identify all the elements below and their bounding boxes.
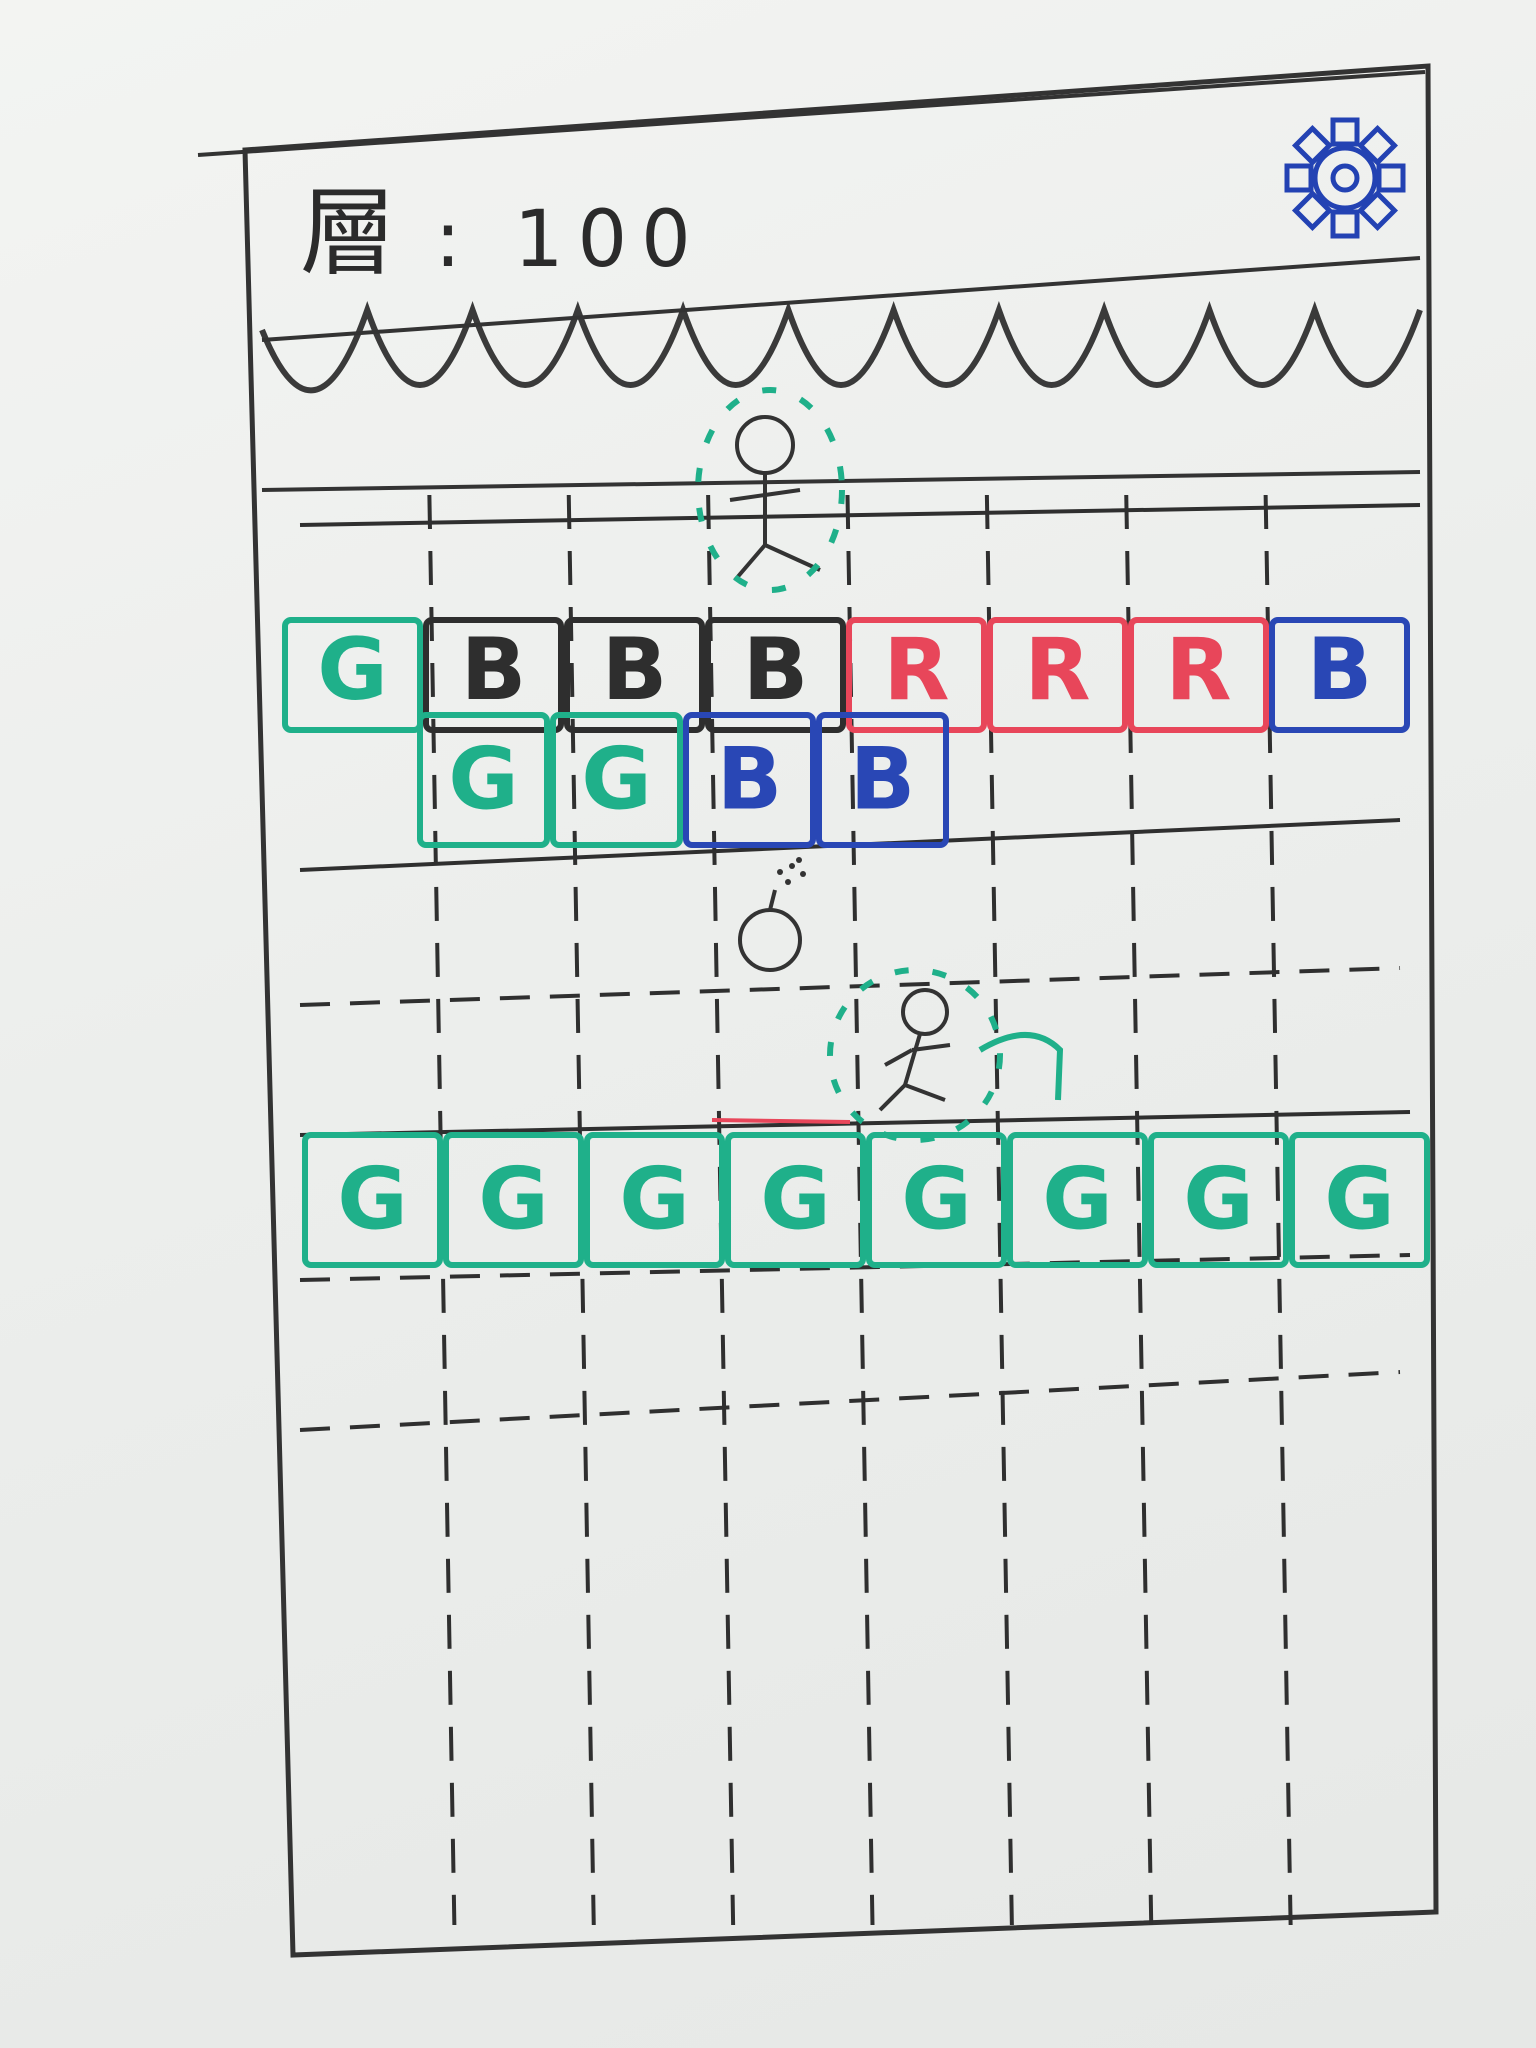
gear-tooth [1291,124,1333,166]
gear-tooth [1291,190,1333,232]
grid-column-line [845,494,875,1926]
upper-row-tile: G [282,617,423,733]
score-display: 層 : 100 [300,155,705,294]
spike-ceiling [259,300,1423,394]
svg-text:G: G [760,1150,831,1250]
upper-row-tile: B [705,617,846,733]
svg-text:B: B [461,620,527,720]
middle-row-tile: G [550,712,683,848]
middle-row-tile: B [816,712,949,848]
svg-text:G: G [448,730,519,830]
bottom-row-tile: G [1007,1132,1148,1268]
grid-column-line [706,494,736,1926]
grid-column-line [984,494,1014,1926]
upper-row-tile: B [564,617,705,733]
score-label: 層 [300,177,396,289]
svg-text:R: R [1024,620,1090,720]
bottom-row-tile: G [443,1132,584,1268]
middle-row-tile: B [683,712,816,848]
grid-row-line [299,503,1421,527]
gear-tooth [1330,209,1360,239]
upper-row-tile: B [423,617,564,733]
svg-text:B: B [1307,620,1373,720]
gear-icon[interactable] [1284,117,1406,239]
gear-tooth [1330,117,1360,147]
svg-text:G: G [337,1150,408,1250]
red-marker-line [711,1118,851,1124]
score-separator: : [434,195,476,285]
svg-text:B: B [602,620,668,720]
gear-tooth [1357,190,1399,232]
frame-top-edge [197,70,1426,157]
bottom-row-tile: G [866,1132,1007,1268]
grid-column-line [1263,494,1293,1926]
running-figure-icon [827,967,1064,1143]
upper-row-tile: R [1128,617,1269,733]
upper-row-tile: R [846,617,987,733]
gear-tooth [1357,124,1399,166]
bottom-row-tile: G [302,1132,443,1268]
grid-column-line [1124,494,1154,1926]
svg-text:R: R [1165,620,1231,720]
bottom-row-tile: G [1148,1132,1289,1268]
bottom-row-tile: G [584,1132,725,1268]
svg-text:R: R [883,620,949,720]
svg-text:G: G [901,1150,972,1250]
svg-text:G: G [317,620,388,720]
stick-figure-icon [695,387,845,593]
gear-tooth [1284,163,1314,193]
header-divider [261,256,1421,342]
score-value: 100 [513,195,705,285]
gear-tooth [1376,163,1406,193]
svg-text:G: G [1183,1150,1254,1250]
grid-column-line [427,494,457,1926]
bomb-icon [738,857,806,972]
bottom-row-tile: G [1289,1132,1430,1268]
grid-row-line [299,1370,1401,1432]
grid-row-line [299,1110,1411,1137]
svg-text:G: G [619,1150,690,1250]
svg-text:G: G [1042,1150,1113,1250]
upper-row-tile: R [987,617,1128,733]
svg-text:G: G [1324,1150,1395,1250]
screen-frame [242,63,1439,1958]
svg-text:G: G [581,730,652,830]
grid-column-line [566,494,596,1926]
upper-row-tile: B [1269,617,1410,733]
svg-text:B: B [717,730,783,830]
grid-row-line [299,966,1401,1007]
middle-row-tile: G [417,712,550,848]
bottom-row-tile: G [725,1132,866,1268]
svg-text:G: G [478,1150,549,1250]
svg-text:B: B [743,620,809,720]
svg-text:B: B [850,730,916,830]
